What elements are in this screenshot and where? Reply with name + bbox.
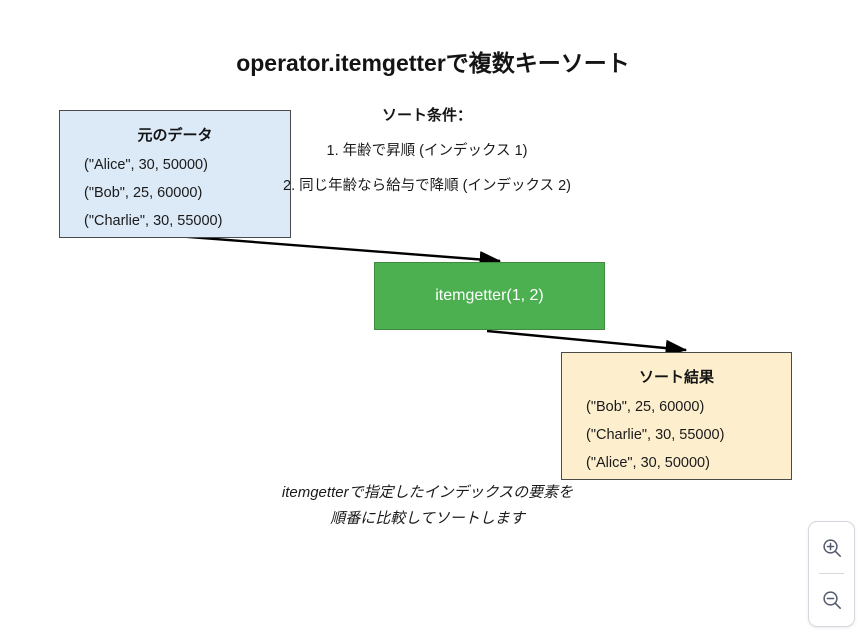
magnifier-minus-icon	[822, 590, 841, 609]
zoom-out-button[interactable]	[809, 574, 854, 625]
sort-conditions-title: ソート条件：	[381, 107, 472, 124]
arrow-source-to-process	[149, 232, 502, 268]
sorted-result-item: ("Bob", 25, 60000)	[586, 399, 705, 415]
sorted-result-item: ("Charlie", 30, 55000)	[586, 427, 725, 443]
source-data-item: ("Alice", 30, 50000)	[84, 157, 208, 173]
sorted-result-box: ソート結果 ("Bob", 25, 60000) ("Charlie", 30,…	[561, 352, 792, 480]
caption-line-2: 順番に比較してソートします	[330, 510, 525, 527]
sorted-result-title: ソート結果	[638, 369, 714, 386]
zoom-controls	[808, 521, 855, 627]
page-title: operator.itemgetterで複数キーソート	[236, 50, 630, 76]
source-data-item: ("Bob", 25, 60000)	[84, 185, 203, 201]
itemgetter-process-label: itemgetter(1, 2)	[435, 287, 544, 304]
arrow-process-to-result	[486, 329, 688, 357]
itemgetter-process-box: itemgetter(1, 2)	[374, 262, 605, 330]
sorted-result-item: ("Alice", 30, 50000)	[586, 455, 710, 471]
source-data-box: 元のデータ ("Alice", 30, 50000) ("Bob", 25, 6…	[59, 110, 291, 238]
caption-line-1: itemgetterで指定したインデックスの要素を	[281, 484, 574, 501]
sort-condition-item: 1. 年齢で昇順 (インデックス 1)	[326, 143, 528, 159]
diagram-caption: itemgetterで指定したインデックスの要素を 順番に比較してソートします	[183, 480, 672, 532]
source-data-item: ("Charlie", 30, 55000)	[84, 213, 223, 229]
magnifier-plus-icon	[822, 538, 841, 557]
sort-condition-item: 2. 同じ年齢なら給与で降順 (インデックス 2)	[283, 178, 571, 194]
sort-conditions-block: ソート条件： 1. 年齢で昇順 (インデックス 1) 2. 同じ年齢なら給与で降…	[252, 104, 602, 195]
zoom-in-button[interactable]	[809, 522, 854, 573]
zoom-controls-divider	[819, 573, 844, 574]
source-data-title: 元のデータ	[137, 127, 213, 144]
